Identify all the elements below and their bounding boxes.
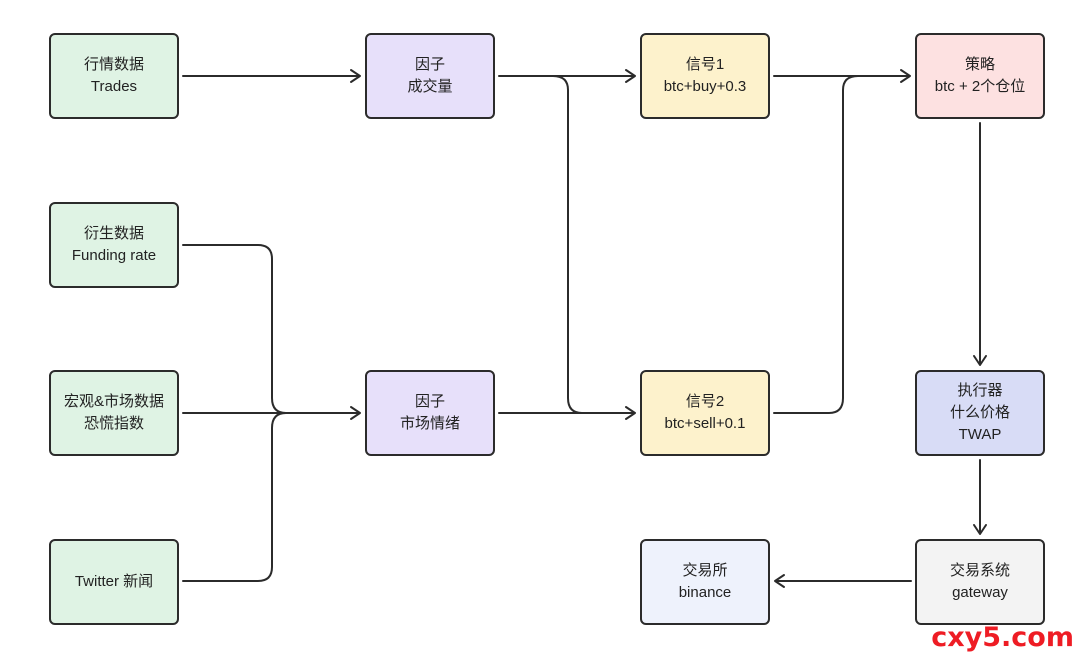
node-signal-2-subtitle: btc+sell+0.1 [664,415,746,432]
node-trading-gateway-subtitle: gateway [952,584,1008,601]
node-derivatives-data-subtitle: Funding rate [71,247,157,264]
node-trading-gateway-title: 交易系统 [949,562,1010,579]
node-factor-sentiment-title: 因子 [414,393,445,410]
node-executor: 执行器 什么价格 TWAP [915,370,1045,456]
arrowhead-to-gateway [973,524,987,535]
node-signal-1-subtitle: btc+buy+0.3 [663,78,747,95]
edge-deriv-factor2 [182,244,287,414]
edge-twitter-factor2 [182,412,287,582]
node-market-data: 行情数据 Trades [49,33,179,119]
watermark: cxy5.com [931,622,1074,653]
node-exchange-title: 交易所 [682,562,728,579]
node-factor-sentiment-subtitle: 市场情绪 [399,415,460,432]
node-strategy-title: 策略 [964,56,995,73]
node-exchange: 交易所 binance [640,539,770,625]
node-macro-market-data-subtitle: 恐慌指数 [83,415,144,432]
node-trading-gateway: 交易系统 gateway [915,539,1045,625]
arrowhead-to-strategy [900,69,911,83]
arrowhead-to-exchange [774,574,785,588]
node-twitter-news-title: Twitter 新闻 [74,573,154,590]
arrowhead-to-executor [973,355,987,366]
node-executor-title: 执行器 [957,382,1003,399]
node-factor-volume-title: 因子 [414,56,445,73]
node-executor-detail: TWAP [958,426,1002,443]
node-market-data-title: 行情数据 [83,56,144,73]
node-strategy-subtitle: btc + 2个仓位 [934,78,1026,95]
arrowhead-to-signal2 [625,406,636,420]
node-signal-1: 信号1 btc+buy+0.3 [640,33,770,119]
arrowhead-to-factor2 [350,406,361,420]
node-signal-1-title: 信号1 [685,56,725,73]
node-factor-volume: 因子 成交量 [365,33,495,119]
node-signal-2: 信号2 btc+sell+0.1 [640,370,770,456]
node-twitter-news: Twitter 新闻 [49,539,179,625]
edge-factor1-signal2 [552,75,583,414]
node-market-data-subtitle: Trades [90,78,138,95]
node-executor-subtitle: 什么价格 [949,404,1010,421]
arrowhead-to-signal1 [625,69,636,83]
edge-signal2-strategy [773,75,859,414]
node-factor-volume-subtitle: 成交量 [407,78,453,95]
node-macro-market-data: 宏观&市场数据 恐慌指数 [49,370,179,456]
node-signal-2-title: 信号2 [685,393,725,410]
node-derivatives-data: 衍生数据 Funding rate [49,202,179,288]
arrowhead-market-factor1 [350,69,361,83]
node-macro-market-data-title: 宏观&市场数据 [63,393,164,410]
node-factor-sentiment: 因子 市场情绪 [365,370,495,456]
node-derivatives-data-title: 衍生数据 [83,225,144,242]
node-strategy: 策略 btc + 2个仓位 [915,33,1045,119]
node-exchange-subtitle: binance [678,584,732,601]
